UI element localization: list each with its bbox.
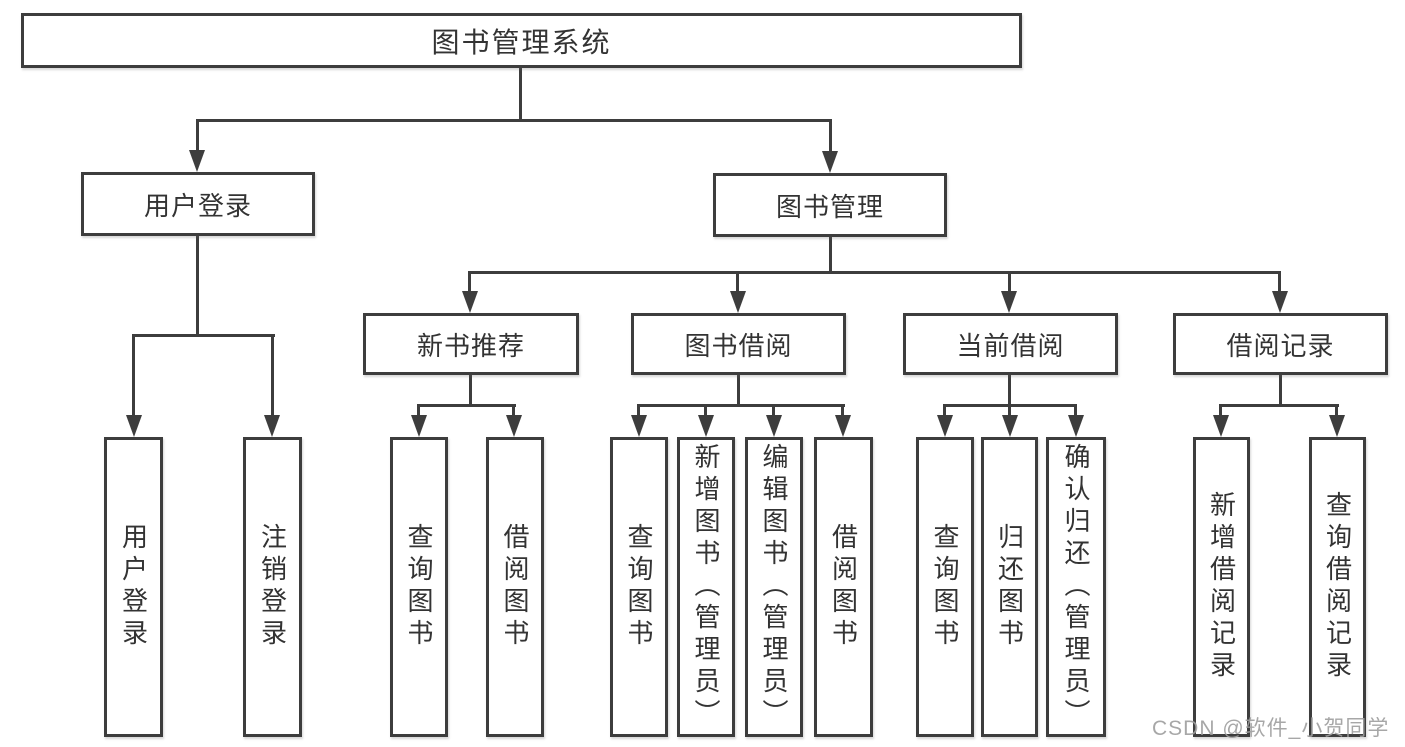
connector-line bbox=[1074, 404, 1077, 418]
leaf-confirm-return-admin: 确认归还（管理员） bbox=[1046, 437, 1106, 737]
arrowhead-down-icon bbox=[1213, 415, 1229, 437]
arrowhead-down-icon bbox=[1001, 291, 1017, 313]
connector-line bbox=[519, 66, 522, 120]
leaf-query-books-2: 查询图书 bbox=[610, 437, 668, 737]
connector-line bbox=[196, 236, 199, 336]
node-book-management: 图书管理 bbox=[713, 173, 947, 237]
leaf-add-book-admin: 新增图书（管理员） bbox=[677, 437, 735, 737]
leaf-edit-book-admin: 编辑图书（管理员） bbox=[745, 437, 803, 737]
connector-line bbox=[132, 334, 275, 337]
node-root-system: 图书管理系统 bbox=[21, 13, 1022, 68]
node-new-book-recommend: 新书推荐 bbox=[363, 313, 579, 375]
arrowhead-down-icon bbox=[822, 151, 838, 173]
arrowhead-down-icon bbox=[189, 150, 205, 172]
connector-line bbox=[943, 404, 946, 418]
node-book-borrow: 图书借阅 bbox=[631, 313, 846, 375]
leaf-query-books-1: 查询图书 bbox=[390, 437, 448, 737]
arrowhead-down-icon bbox=[1272, 291, 1288, 313]
leaf-add-borrow-record: 新增借阅记录 bbox=[1193, 437, 1250, 737]
connector-line bbox=[468, 271, 1281, 274]
arrowhead-down-icon bbox=[835, 415, 851, 437]
connector-line bbox=[196, 119, 832, 122]
connector-line bbox=[417, 404, 516, 407]
connector-line bbox=[417, 404, 420, 418]
connector-line bbox=[737, 375, 740, 407]
leaf-query-borrow-record: 查询借阅记录 bbox=[1309, 437, 1366, 737]
connector-line bbox=[829, 237, 832, 274]
node-current-borrow: 当前借阅 bbox=[903, 313, 1118, 375]
connector-line bbox=[1279, 375, 1282, 407]
leaf-return-book: 归还图书 bbox=[981, 437, 1038, 737]
connector-line bbox=[1008, 271, 1011, 295]
leaf-logout: 注销登录 bbox=[243, 437, 302, 737]
connector-line bbox=[1008, 404, 1011, 418]
connector-line bbox=[1219, 404, 1222, 418]
connector-line bbox=[841, 404, 844, 418]
connector-line bbox=[772, 404, 775, 418]
connector-line bbox=[736, 271, 739, 295]
arrowhead-down-icon bbox=[1329, 415, 1345, 437]
csdn-watermark: CSDN @软件_小贺同学 bbox=[1152, 717, 1390, 740]
connector-line bbox=[468, 271, 471, 295]
arrowhead-down-icon bbox=[730, 291, 746, 313]
arrowhead-down-icon bbox=[698, 415, 714, 437]
connector-line bbox=[132, 334, 135, 418]
connector-line bbox=[1278, 271, 1281, 295]
arrowhead-down-icon bbox=[937, 415, 953, 437]
connector-line bbox=[512, 404, 515, 418]
leaf-borrow-books-1: 借阅图书 bbox=[486, 437, 544, 737]
arrowhead-down-icon bbox=[1068, 415, 1084, 437]
leaf-user-login: 用户登录 bbox=[104, 437, 163, 737]
connector-line bbox=[637, 404, 845, 407]
connector-line bbox=[1219, 404, 1339, 407]
arrowhead-down-icon bbox=[1002, 415, 1018, 437]
arrowhead-down-icon bbox=[411, 415, 427, 437]
connector-line bbox=[637, 404, 640, 418]
arrowhead-down-icon bbox=[462, 291, 478, 313]
leaf-query-books-3: 查询图书 bbox=[916, 437, 974, 737]
connector-line bbox=[271, 334, 274, 418]
node-borrow-records: 借阅记录 bbox=[1173, 313, 1388, 375]
arrowhead-down-icon bbox=[264, 415, 280, 437]
connector-line bbox=[829, 119, 832, 152]
connector-line bbox=[1335, 404, 1338, 418]
connector-line bbox=[196, 119, 199, 152]
connector-line bbox=[704, 404, 707, 418]
arrowhead-down-icon bbox=[126, 415, 142, 437]
arrowhead-down-icon bbox=[506, 415, 522, 437]
connector-line bbox=[1008, 375, 1011, 407]
connector-line bbox=[469, 375, 472, 407]
arrowhead-down-icon bbox=[766, 415, 782, 437]
leaf-borrow-books-2: 借阅图书 bbox=[814, 437, 873, 737]
arrowhead-down-icon bbox=[631, 415, 647, 437]
node-user-login: 用户登录 bbox=[81, 172, 315, 236]
